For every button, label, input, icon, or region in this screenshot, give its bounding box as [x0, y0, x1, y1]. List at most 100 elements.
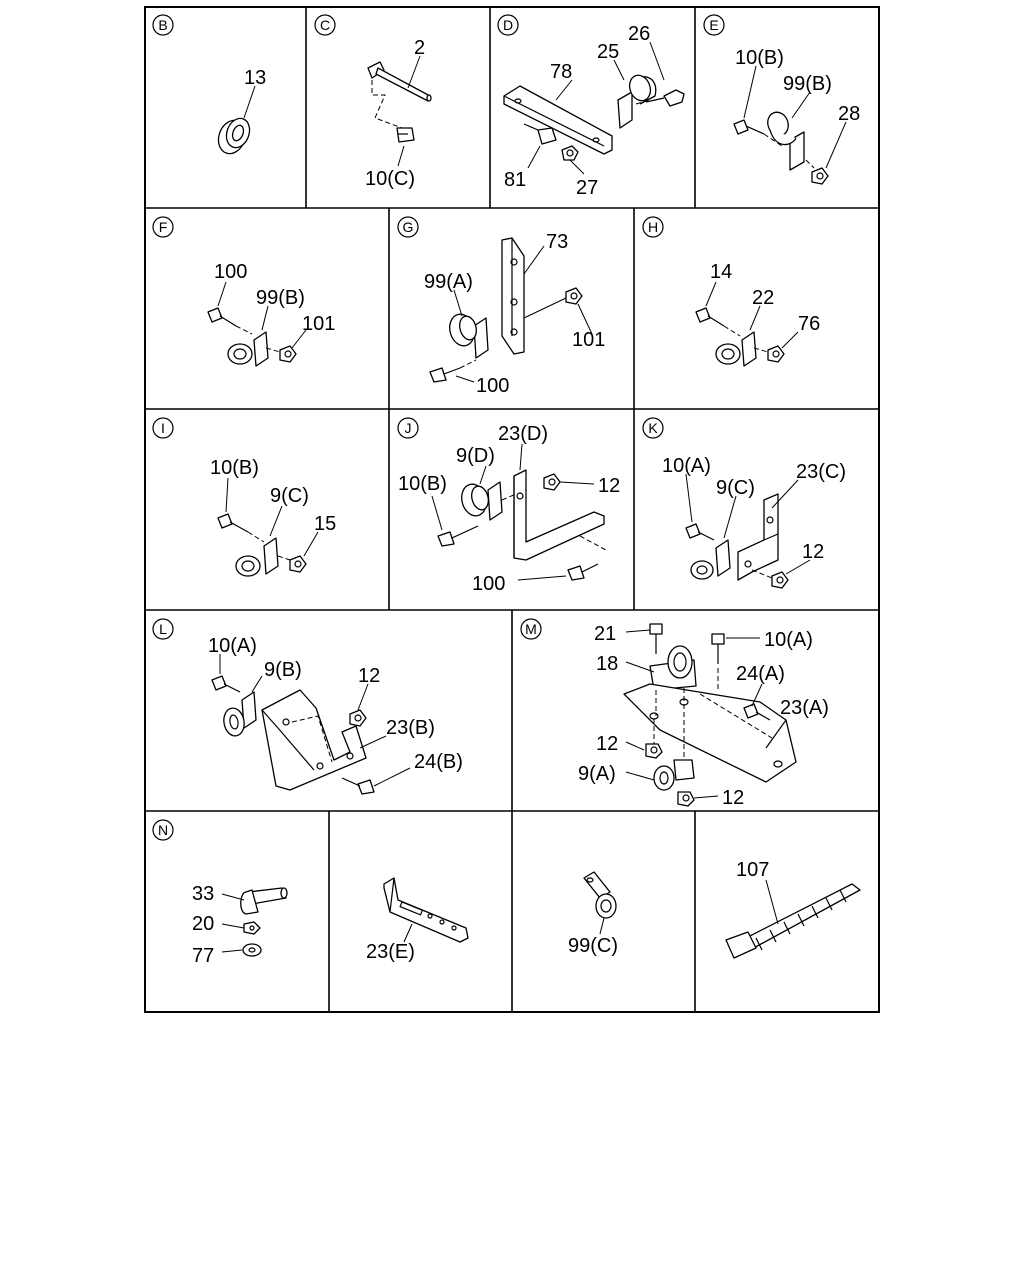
- section-marker-h: H: [642, 216, 664, 238]
- section-marker-i: I: [152, 417, 174, 439]
- label-99a-g: 99(A): [424, 271, 473, 293]
- cable-tie-107: [725, 883, 861, 959]
- nut-27: [561, 145, 579, 161]
- bolt-100-j: [567, 563, 599, 581]
- label-15: 15: [314, 513, 336, 535]
- label-107: 107: [736, 859, 769, 881]
- bolt-14: [695, 307, 725, 327]
- label-23d: 23(D): [498, 423, 548, 445]
- bracket-23c: [737, 493, 779, 581]
- clamp-9b-l: [223, 691, 257, 737]
- nut-12-k: [771, 571, 789, 589]
- label-23c: 23(C): [796, 461, 846, 483]
- nut-12-m-upper: [645, 743, 663, 759]
- nut-101-g: [565, 287, 583, 305]
- label-10b-j: 10(B): [398, 473, 447, 495]
- bolt-24a: [743, 703, 771, 721]
- section-letter-e: E: [709, 17, 718, 33]
- nut-28: [811, 167, 829, 185]
- bolt-21: [649, 623, 663, 654]
- section-marker-e: E: [703, 14, 725, 36]
- label-73: 73: [546, 231, 568, 253]
- label-100-f: 100: [214, 261, 247, 283]
- nut-12-l: [349, 709, 367, 727]
- label-100-g: 100: [476, 375, 509, 397]
- label-101-g: 101: [572, 329, 605, 351]
- label-24b: 24(B): [414, 751, 463, 773]
- clamp-bracket-25: [617, 74, 657, 129]
- section-letter-k: K: [648, 420, 658, 436]
- label-26: 26: [628, 23, 650, 45]
- section-letter-m: M: [525, 621, 537, 637]
- label-18: 18: [596, 653, 618, 675]
- label-12-m-lower: 12: [722, 787, 744, 809]
- label-10a-m: 10(A): [764, 629, 813, 651]
- grommet-part: [217, 117, 251, 155]
- label-9c-i: 9(C): [270, 485, 309, 507]
- label-78: 78: [550, 61, 572, 83]
- label-12-j: 12: [598, 475, 620, 497]
- section-marker-f: F: [152, 216, 174, 238]
- bolt-24b: [341, 777, 375, 795]
- clamp-9c-i: [235, 537, 279, 577]
- clamp-9a-m: [653, 759, 695, 791]
- section-letter-i: I: [161, 420, 165, 436]
- label-99b-e: 99(B): [783, 73, 832, 95]
- section-marker-k: K: [642, 417, 664, 439]
- section-marker-l: L: [152, 618, 174, 640]
- label-77: 77: [192, 945, 214, 967]
- label-23a: 23(A): [780, 697, 829, 719]
- section-marker-m: M: [520, 618, 542, 640]
- label-2: 2: [414, 37, 425, 59]
- label-101-f: 101: [302, 313, 335, 335]
- nut-15: [289, 555, 307, 573]
- label-10b-i: 10(B): [210, 457, 259, 479]
- label-28: 28: [838, 103, 860, 125]
- clamp-99a-g: [449, 313, 489, 359]
- label-81: 81: [504, 169, 526, 191]
- nut-20: [243, 921, 261, 935]
- clamp-18: [649, 645, 697, 691]
- label-76: 76: [798, 313, 820, 335]
- clamp-9d: [461, 481, 503, 521]
- bolt-10b-e: [733, 119, 765, 135]
- label-9d: 9(D): [456, 445, 495, 467]
- label-21: 21: [594, 623, 616, 645]
- section-letter-j: J: [405, 420, 412, 436]
- plate-73: [501, 237, 525, 355]
- label-10a-l: 10(A): [208, 635, 257, 657]
- label-25: 25: [597, 41, 619, 63]
- label-20: 20: [192, 913, 214, 935]
- section-letter-f: F: [159, 219, 168, 235]
- label-12-m-upper: 12: [596, 733, 618, 755]
- label-27: 27: [576, 177, 598, 199]
- label-22: 22: [752, 287, 774, 309]
- grid-frame: [144, 6, 880, 1013]
- section-letter-b: B: [158, 17, 167, 33]
- section-marker-c: C: [314, 14, 336, 36]
- label-100-j: 100: [472, 573, 505, 595]
- label-12-l: 12: [358, 665, 380, 687]
- label-10c: 10(C): [365, 168, 415, 190]
- bolt-10a-k: [685, 523, 715, 541]
- label-99c: 99(C): [568, 935, 618, 957]
- label-9b-l: 9(B): [264, 659, 302, 681]
- plate-23a: [623, 683, 797, 783]
- clamp-9c-k: [690, 539, 731, 580]
- section-letter-d: D: [503, 17, 513, 33]
- pin-33: [240, 887, 288, 915]
- section-letter-g: G: [403, 219, 414, 235]
- section-marker-b: B: [152, 14, 174, 36]
- washer-77: [242, 943, 262, 957]
- plate-78: [503, 85, 613, 155]
- bolt-10a-m: [711, 633, 725, 664]
- section-letter-l: L: [159, 621, 167, 637]
- label-12-k: 12: [802, 541, 824, 563]
- label-99b-f: 99(B): [256, 287, 305, 309]
- clamp-99b-f: [227, 331, 269, 367]
- label-14: 14: [710, 261, 732, 283]
- section-marker-d: D: [497, 14, 519, 36]
- label-10b-e: 10(B): [735, 47, 784, 69]
- bracket-23b: [261, 689, 367, 791]
